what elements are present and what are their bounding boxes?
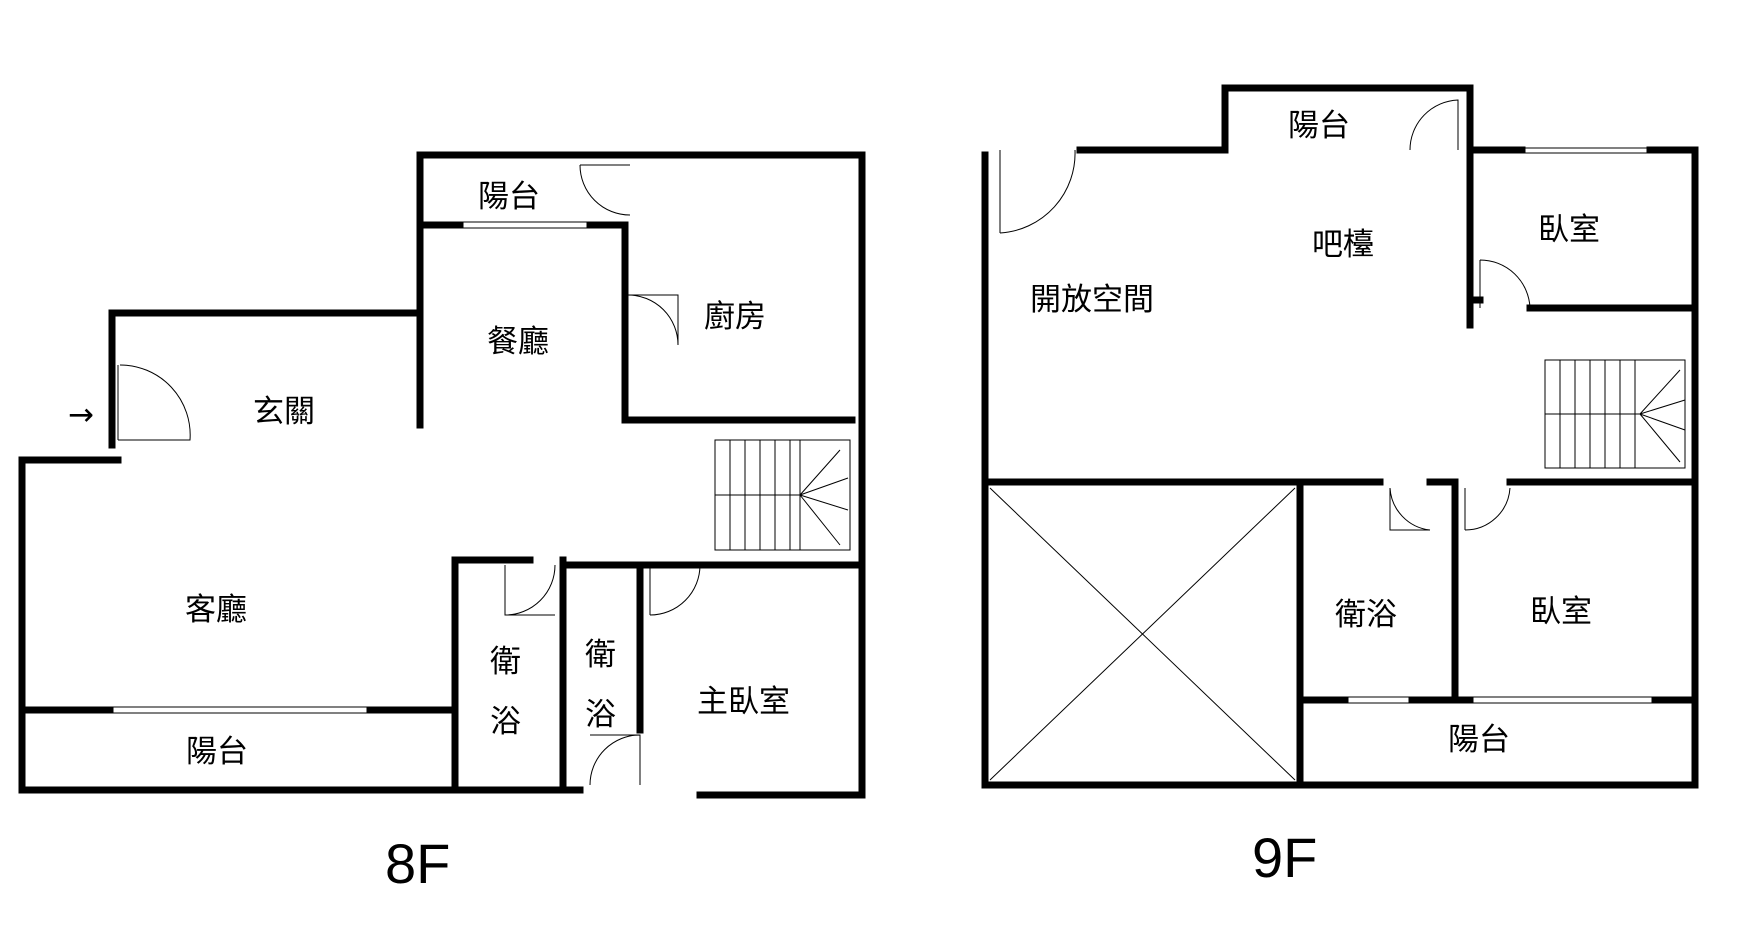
floor-8-title: 8F: [385, 832, 450, 895]
floor-8-kitchen-label: 廚房: [704, 299, 766, 335]
floor-9-title: 9F: [1252, 826, 1317, 889]
floor-8-outer-wall: [18, 151, 866, 799]
floor-9-bath-label: 衛浴: [1335, 597, 1397, 633]
floor-9-bedroom-top-label: 臥室: [1538, 212, 1600, 248]
floor-8-staircase: [714, 439, 851, 551]
floor-8-bath1-label-line1: 衛: [490, 644, 521, 680]
floor-9-outer-wall: [981, 84, 1699, 789]
floor-9-open-space-label: 開放空間: [1030, 282, 1154, 318]
floor-8-balcony-bottom-label: 陽台: [186, 734, 248, 770]
floor-8-bath1-label-line2: 浴: [490, 704, 521, 740]
floor-8-balcony-top-label: 陽台: [478, 179, 540, 215]
floor-9-bar-label: 吧檯: [1312, 227, 1374, 263]
floor-8-foyer-label: 玄關: [253, 394, 315, 430]
floor-8-bath2-label-line2: 浴: [585, 697, 616, 733]
floor-8-master-bedroom-label: 主臥室: [697, 684, 790, 720]
floor-9-balcony-top-label: 陽台: [1288, 108, 1350, 144]
floor-9-plan: 陽台 吧檯 臥室 開放空間 衛浴 臥室 陽台 9F: [981, 84, 1699, 889]
floor-8-living-label: 客廳: [185, 592, 247, 628]
floor-9-bedroom-bottom-label: 臥室: [1530, 594, 1592, 630]
floor-8-entry-arrow: →: [68, 397, 94, 433]
floor-9-balcony-bottom-label: 陽台: [1448, 722, 1510, 758]
floor-8-dining-label: 餐廳: [487, 324, 549, 360]
floor-8-plan: → 陽台 廚房 餐廳 玄關 客廳 陽台 衛 浴 衛 浴 主臥室 8F: [18, 151, 866, 895]
floor-9-staircase: [1544, 359, 1686, 469]
floor-8-bath2-label-line1: 衛: [585, 637, 616, 673]
